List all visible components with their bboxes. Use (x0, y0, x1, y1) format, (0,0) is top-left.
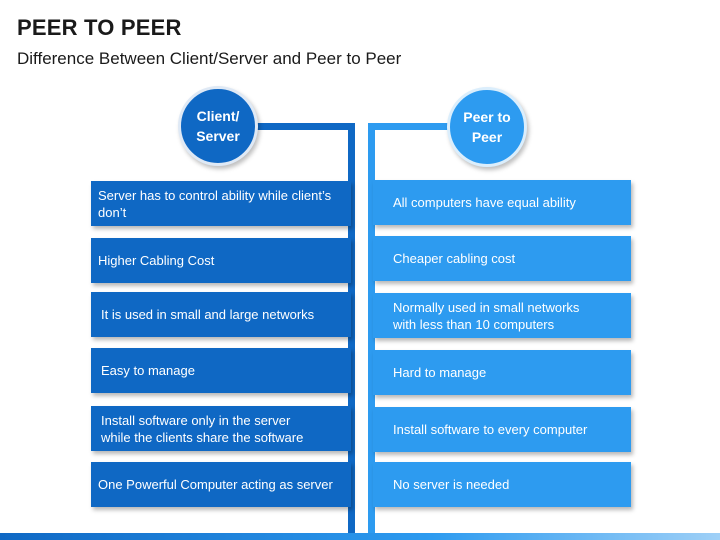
client-server-heading-line2: Server (196, 128, 240, 144)
peer-to-peer-item-5: Install software to every computer (373, 407, 631, 452)
right-connector-horizontal (368, 123, 450, 130)
peer-to-peer-item-2-text: Cheaper cabling cost (393, 251, 516, 266)
client-server-item-3-text: It is used in small and large networks (101, 307, 315, 322)
client-server-item-1-text: Server has to control ability while clie… (98, 187, 332, 220)
page-subtitle: Difference Between Client/Server and Pee… (17, 49, 402, 68)
right-connector-vertical (368, 123, 375, 540)
client-server-item-2-text: Higher Cabling Cost (98, 253, 215, 268)
client-server-item-2: Higher Cabling Cost (91, 238, 351, 283)
peer-to-peer-heading-line1: Peer to (463, 109, 511, 125)
client-server-heading-circle: Client/ Server (178, 86, 258, 166)
bottom-accent-line (0, 533, 720, 540)
client-server-item-6-text: One Powerful Computer acting as server (98, 477, 333, 492)
client-server-item-4-text: Easy to manage (101, 363, 195, 378)
peer-to-peer-item-1-text: All computers have equal ability (393, 195, 576, 210)
page-title: PEER TO PEER (17, 15, 182, 40)
peer-to-peer-item-2: Cheaper cabling cost (373, 236, 631, 281)
peer-to-peer-item-3-text: Normally used in small networks with les… (393, 299, 580, 332)
left-connector-vertical (348, 123, 355, 540)
client-server-item-6: One Powerful Computer acting as server (91, 462, 351, 507)
client-server-item-5-text: Install software only in the server whil… (101, 412, 304, 445)
peer-to-peer-item-6-text: No server is needed (393, 477, 510, 492)
peer-to-peer-item-5-text: Install software to every computer (393, 422, 588, 437)
peer-to-peer-item-3: Normally used in small networks with les… (373, 293, 631, 338)
client-server-item-1: Server has to control ability while clie… (91, 181, 351, 226)
peer-to-peer-item-6: No server is needed (373, 462, 631, 507)
client-server-heading-line1: Client/ (196, 108, 240, 124)
client-server-item-3: It is used in small and large networks (91, 292, 351, 337)
peer-to-peer-item-4: Hard to manage (373, 350, 631, 395)
peer-to-peer-item-4-text: Hard to manage (393, 365, 487, 380)
peer-to-peer-heading-circle: Peer to Peer (447, 87, 527, 167)
left-connector-horizontal (256, 123, 355, 130)
peer-to-peer-heading-line2: Peer (471, 129, 503, 145)
client-server-item-5: Install software only in the server whil… (91, 406, 351, 451)
client-server-item-4: Easy to manage (91, 348, 351, 393)
peer-to-peer-item-1: All computers have equal ability (373, 180, 631, 225)
